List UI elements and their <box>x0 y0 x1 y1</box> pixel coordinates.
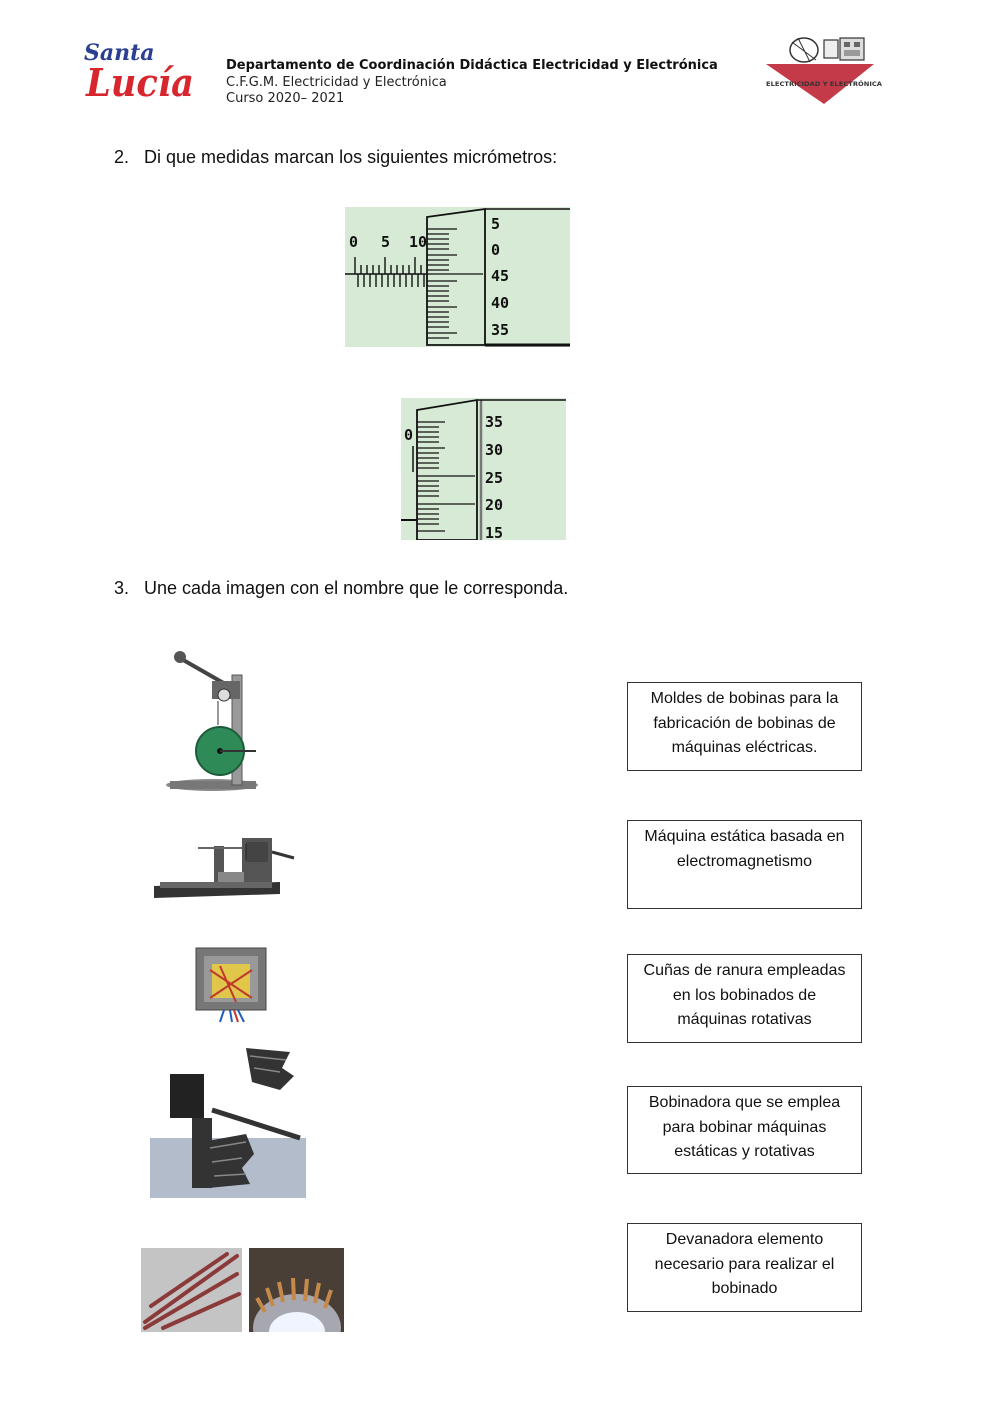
santa-lucia-logo: Santa Lucía <box>84 40 194 104</box>
mic1-sleeve-label-0: 0 <box>349 233 358 251</box>
course-name: C.F.G.M. Electricidad y Electrónica <box>226 74 447 90</box>
mic2-thimble-label-25: 25 <box>485 469 503 487</box>
mic2-thimble-label-20: 20 <box>485 496 503 514</box>
answer-line: Bobinadora que se emplea <box>648 1094 841 1111</box>
mic1-thimble-label-0: 0 <box>491 241 500 259</box>
answer-box-slot-wedges: Cuñas de ranura empleadas en los bobinad… <box>627 954 862 1043</box>
logo-text-top: Santa <box>84 40 155 66</box>
transformer-photo <box>195 947 267 1023</box>
mic1-thimble-label-5: 5 <box>491 215 500 233</box>
logo-text-bottom: Lucía <box>85 60 194 104</box>
question-2-text: Di que medidas marcan los siguientes mic… <box>144 147 558 167</box>
course-year: Curso 2020– 2021 <box>226 91 345 106</box>
coil-molds-photo <box>150 1048 306 1198</box>
question-2: 2. Di que medidas marcan los siguientes m… <box>114 147 557 168</box>
answer-line: Moldes de bobinas para la <box>650 690 839 707</box>
mic2-sleeve-label-0: 0 <box>404 426 413 444</box>
answer-box-static-machine: Máquina estática basada en electromagnet… <box>627 820 862 909</box>
right-logo-text: ELECTRICIDAD Y ELECTRÓNICA <box>766 79 882 88</box>
answer-line: necesario para realizar el <box>654 1255 835 1273</box>
answer-line: Máquina estática basada en <box>644 828 845 845</box>
coil-winder-machine-photo <box>166 651 258 791</box>
bench-winder-photo <box>154 838 295 898</box>
answer-line: para bobinar máquinas <box>662 1118 827 1136</box>
mic1-thimble-label-45: 45 <box>491 267 509 285</box>
answer-box-reel-winder: Devanadora elemento necesario para reali… <box>627 1223 862 1312</box>
stator-slots-photo <box>249 1248 344 1332</box>
mic1-thimble-label-40: 40 <box>491 294 509 312</box>
mic2-thimble-label-30: 30 <box>485 441 503 459</box>
question-3-number: 3. <box>114 578 130 598</box>
question-3-text: Une cada imagen con el nombre que le cor… <box>144 578 569 598</box>
answer-line: fabricación de bobinas de <box>653 714 836 732</box>
mic1-sleeve-label-5: 5 <box>381 233 390 251</box>
electricity-dept-logo: ELECTRICIDAD Y ELECTRÓNICA <box>766 37 882 104</box>
question-2-number: 2. <box>114 147 130 167</box>
mic1-sleeve-label-10: 10 <box>409 233 427 251</box>
answer-line: máquinas rotativas <box>677 1011 812 1028</box>
answer-line: máquinas eléctricas. <box>671 739 818 756</box>
answer-line: estáticas y rotativas <box>674 1143 815 1160</box>
mic2-thimble-label-15: 15 <box>485 524 503 540</box>
mic1-thimble-label-35: 35 <box>491 321 509 339</box>
slot-wedges-photo <box>141 1248 242 1332</box>
department-name: Departamento de Coordinación Didáctica E… <box>226 58 718 73</box>
answer-line: bobinado <box>711 1280 778 1297</box>
answer-line: Devanadora elemento <box>665 1231 824 1248</box>
header-text-block: Departamento de Coordinación Didáctica E… <box>226 58 718 108</box>
answer-line: electromagnetismo <box>676 852 813 870</box>
answer-box-winder: Bobinadora que se emplea para bobinar má… <box>627 1086 862 1174</box>
answer-line: en los bobinados de <box>672 986 817 1004</box>
micrometer-1: 0 5 10 5 0 45 40 35 <box>345 207 570 347</box>
mic2-thimble-label-35: 35 <box>485 413 503 431</box>
answer-line: Cuñas de ranura empleadas <box>643 962 846 979</box>
answer-box-coil-molds: Moldes de bobinas para la fabricación de… <box>627 682 862 771</box>
question-3: 3. Une cada imagen con el nombre que le c… <box>114 578 568 599</box>
micrometer-2: 0 35 30 25 20 15 <box>401 398 566 540</box>
